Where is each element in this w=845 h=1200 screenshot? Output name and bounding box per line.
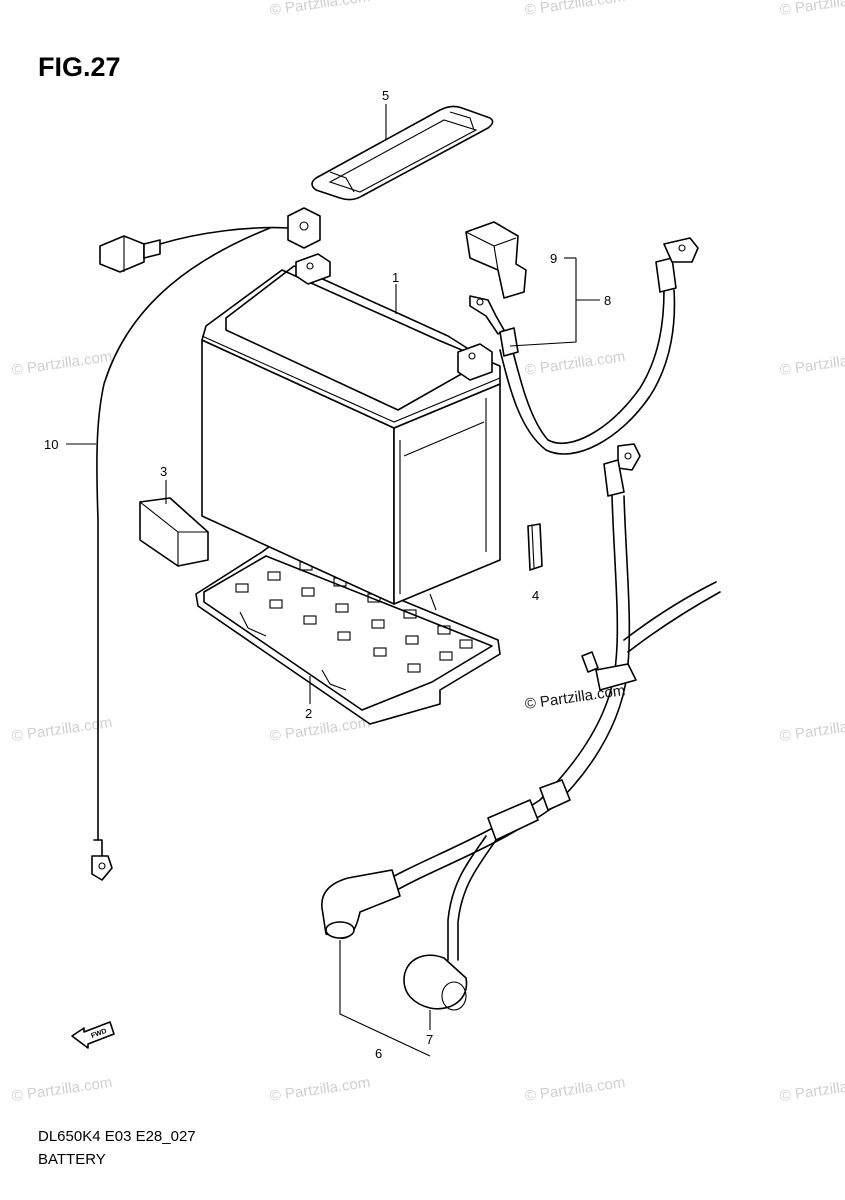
callout-1: 1 — [392, 270, 399, 285]
callout-8: 8 — [604, 293, 611, 308]
callout-3: 3 — [160, 464, 167, 479]
pad — [139, 497, 209, 567]
callout-9: 9 — [550, 251, 557, 266]
negative-cable — [321, 443, 721, 1011]
callout-2: 2 — [305, 706, 312, 721]
figure-title: FIG.27 — [38, 52, 121, 82]
callout-7: 7 — [426, 1032, 433, 1047]
small-pad — [527, 523, 543, 571]
battery-tray — [195, 545, 501, 725]
callout-4: 4 — [532, 588, 539, 603]
battery-strap — [311, 105, 494, 201]
footer-diagram-name: BATTERY — [38, 1151, 106, 1168]
terminal-cover — [465, 221, 527, 299]
positive-cable — [469, 237, 699, 455]
battery — [201, 253, 501, 605]
leader-lines — [66, 104, 600, 1057]
callout-6: 6 — [375, 1046, 382, 1061]
callout-10: 10 — [44, 437, 58, 452]
footer-diagram-code: DL650K4 E03 E28_027 — [38, 1128, 196, 1145]
callout-5: 5 — [382, 88, 389, 103]
sensor-lead-cable — [91, 207, 321, 881]
fwd-arrow-icon: FWD — [71, 1021, 115, 1049]
